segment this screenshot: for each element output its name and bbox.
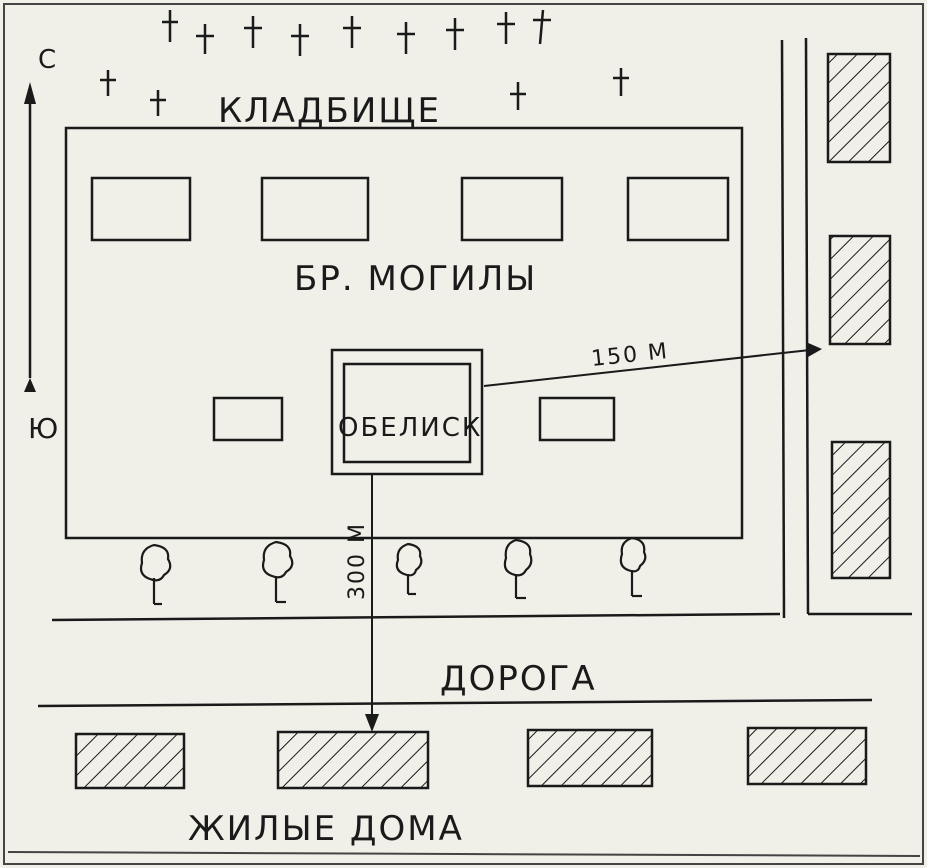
east-buildings	[826, 52, 892, 580]
cross-icon	[100, 70, 116, 96]
cemetery-label: КЛАДБИЩЕ	[218, 91, 441, 131]
building	[828, 234, 892, 346]
distance-arrow-south	[365, 474, 379, 732]
residential-buildings	[74, 726, 868, 790]
building	[74, 732, 186, 790]
cross-icon	[397, 22, 415, 54]
grave-plot	[460, 176, 564, 242]
building	[830, 440, 892, 580]
cross-icon	[446, 18, 464, 50]
cross-icon	[343, 16, 361, 48]
building	[526, 728, 654, 788]
north-label: С	[38, 45, 58, 75]
cross-icon	[613, 68, 629, 96]
cemetery-crosses	[100, 9, 629, 116]
paper-border	[3, 3, 924, 865]
memorial-enclosure	[64, 126, 744, 540]
cross-icon	[244, 16, 262, 48]
obelisk-label: ОБЕЛИСК	[338, 413, 482, 443]
road	[37, 612, 873, 708]
south-label: Ю	[28, 412, 60, 445]
obelisk-marker	[330, 348, 484, 476]
residential-label: ЖИЛЫЕ ДОМА	[188, 809, 464, 849]
side-street	[780, 37, 912, 619]
tree-icon	[503, 538, 533, 600]
cross-icon	[291, 24, 309, 56]
grave-plot	[212, 396, 284, 442]
mass-grave-plots	[90, 176, 730, 442]
mass-graves-label: БР. МОГИЛЫ	[294, 259, 537, 299]
grave-plot	[260, 176, 370, 242]
cross-icon	[162, 10, 178, 42]
tree-icon	[395, 542, 423, 596]
grave-plot	[538, 396, 616, 442]
road-label: ДОРОГА	[440, 659, 597, 699]
building	[276, 730, 430, 790]
tree-row	[139, 536, 647, 606]
paper-bottom-edge	[7, 851, 921, 857]
cross-icon	[196, 24, 214, 54]
grave-plot	[626, 176, 730, 242]
distance-arrow-east	[483, 342, 822, 387]
distance-south-label: 300 М	[345, 522, 370, 600]
compass-arrow	[24, 82, 36, 392]
tree-icon	[619, 536, 647, 598]
cross-icon	[150, 90, 166, 116]
cross-icon	[510, 82, 526, 110]
cross-icon	[533, 9, 551, 45]
grave-plot	[90, 176, 192, 242]
tree-icon	[139, 543, 172, 606]
cross-icon	[497, 12, 515, 44]
tree-icon	[261, 540, 294, 604]
building	[746, 726, 868, 786]
building	[826, 52, 892, 164]
